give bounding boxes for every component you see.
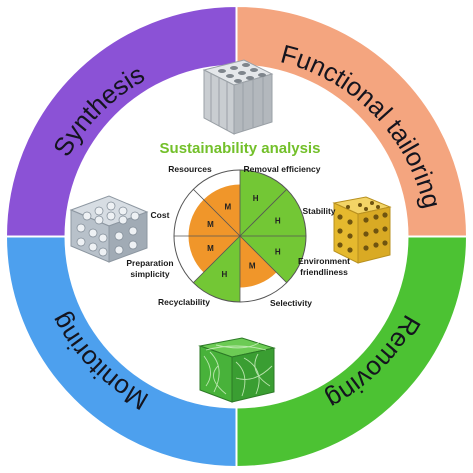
rating-badge: H <box>221 270 227 279</box>
rose-sector-selectivity <box>240 236 277 288</box>
criterion-label: Resources <box>168 164 212 174</box>
rose-sector-removal-efficiency <box>240 170 287 236</box>
rose-sector-cost <box>188 199 240 236</box>
rose-sector-preparation-simplicity <box>188 236 240 273</box>
sustainability-rose-chart: H H H M H M M M <box>173 169 307 303</box>
criterion-label: Stability <box>302 206 335 216</box>
rose-sector-recyclability <box>193 236 240 302</box>
rating-badge: M <box>249 261 256 270</box>
rating-badge: M <box>207 220 214 229</box>
criterion-label: Selectivity <box>270 298 312 308</box>
rose-spoke <box>193 235 241 283</box>
rating-badge: M <box>224 203 231 212</box>
sustainability-title: Sustainability analysis <box>160 140 321 157</box>
criterion-label: Cost <box>151 210 170 220</box>
rating-badge: M <box>207 244 214 253</box>
tubular-monolith-illustration <box>202 59 274 135</box>
rose-sector-stability <box>240 189 306 236</box>
rose-spoke <box>239 189 287 237</box>
gold-porous-cube-illustration <box>332 196 392 264</box>
rating-badge: H <box>275 216 281 225</box>
rose-sector-environment-friendliness <box>240 236 306 283</box>
rose-spoke <box>193 189 241 237</box>
rating-badge: H <box>253 194 259 203</box>
rose-spoke <box>239 235 287 283</box>
silver-lattice-cube-illustration <box>69 195 149 263</box>
rose-sector-resources <box>203 184 240 236</box>
criterion-label: Removal efficiency <box>243 164 320 174</box>
green-fiber-cube-illustration <box>198 337 276 403</box>
criterion-label: Recyclability <box>158 297 210 307</box>
rating-badge: H <box>275 248 281 257</box>
